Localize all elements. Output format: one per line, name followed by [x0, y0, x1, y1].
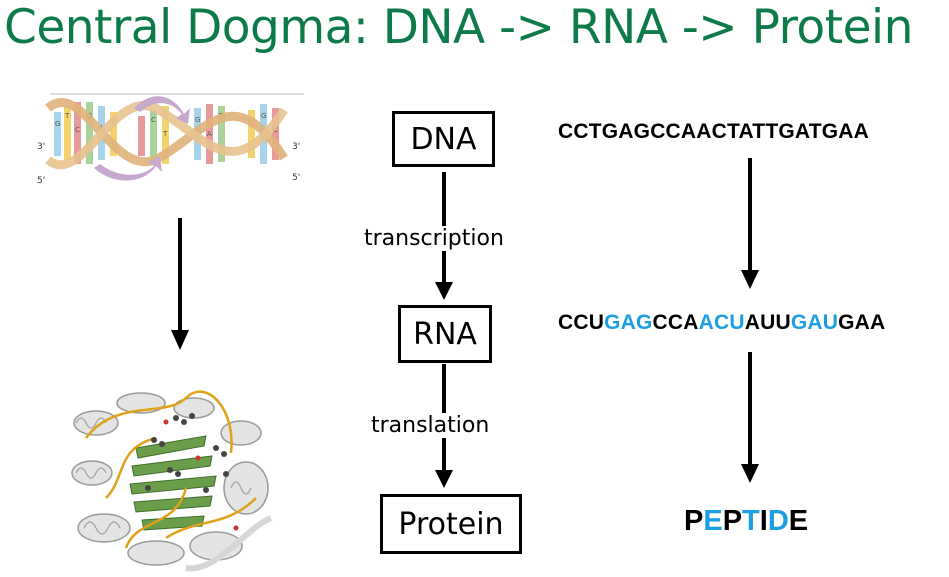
helix-label-5-left: 5': [37, 176, 45, 186]
translation-label: translation: [369, 413, 492, 438]
arrow-translation-head: [435, 470, 453, 488]
peptide-residue: I: [759, 505, 768, 537]
protein-box: Protein: [380, 494, 522, 554]
svg-text:T: T: [162, 130, 168, 138]
rna-codon: AUU: [744, 311, 791, 334]
arrow-left-head: [171, 330, 189, 350]
dna-sequence: CCTGAGCCAACTATTGATGAA: [558, 120, 869, 143]
peptide-residue-highlight: D: [767, 505, 789, 537]
svg-text:C: C: [273, 126, 278, 134]
svg-text:G: G: [261, 112, 266, 120]
arrow-right-bottom-head: [741, 464, 759, 483]
arrow-transcription-head: [435, 282, 453, 300]
protein-box-label: Protein: [398, 506, 504, 542]
peptide-residue-highlight: E: [703, 505, 723, 537]
rna-codon-highlight: GAG: [604, 311, 653, 334]
transcription-label: transcription: [362, 226, 506, 251]
svg-text:G: G: [195, 116, 200, 124]
peptide-sequence: PEPTIDE: [684, 505, 808, 538]
svg-text:A: A: [207, 130, 212, 138]
rna-codon: GAA: [838, 311, 886, 334]
rna-codon: CCU: [558, 311, 605, 334]
svg-text:C: C: [75, 126, 80, 134]
svg-text:G: G: [55, 120, 60, 128]
arrow-right-top-head: [741, 270, 759, 289]
page-title: Central Dogma: DNA -> RNA -> Protein: [4, 0, 913, 55]
rna-sequence: CCUGAGCCAACUAUUGAUGAA: [558, 311, 885, 335]
helix-label-3-right: 3': [292, 142, 300, 152]
peptide-residue-highlight: T: [742, 505, 760, 537]
peptide-residue: P: [722, 505, 743, 537]
svg-text:C: C: [151, 116, 156, 124]
rna-box-label: RNA: [413, 316, 477, 352]
rna-codon: CCA: [652, 311, 699, 334]
dna-box-label: DNA: [410, 121, 477, 157]
protein-structure-image: [71, 390, 273, 572]
dna-box: DNA: [392, 111, 495, 167]
rna-box: RNA: [398, 305, 492, 363]
rna-codon-highlight: ACU: [698, 311, 745, 334]
rna-codon-highlight: GAU: [790, 311, 839, 334]
helix-label-5-right: 5': [292, 173, 300, 183]
peptide-residue: E: [788, 505, 809, 537]
helix-label-3-left: 3': [37, 142, 45, 152]
peptide-residue: P: [684, 505, 704, 537]
svg-text:T: T: [64, 112, 70, 120]
